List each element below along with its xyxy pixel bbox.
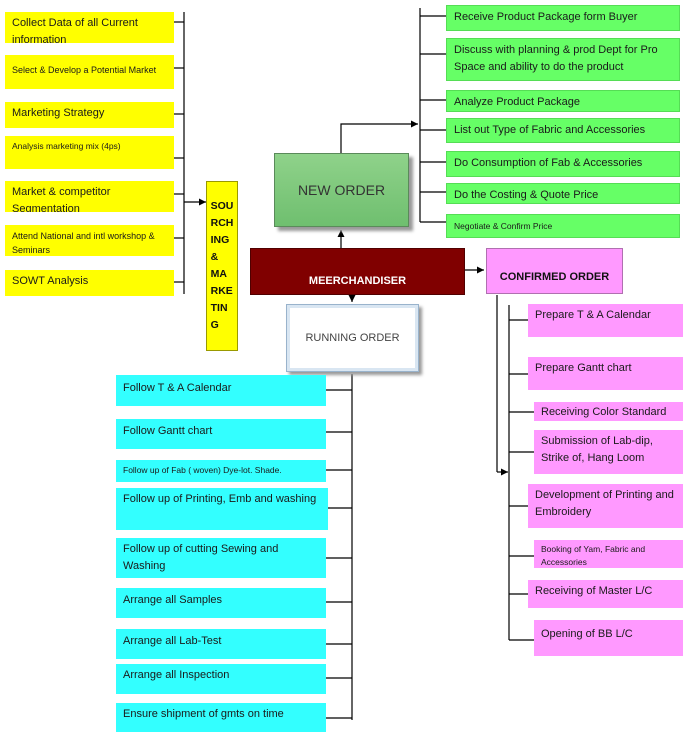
sourcing-item-6: Attend National and intl workshop & Semi… — [5, 225, 174, 256]
new-order-item-7: Negotiate & Confirm Price — [446, 214, 680, 238]
sourcing-label-line: RCH — [210, 217, 234, 229]
running-item-4: Follow up of Printing, Emb and washing — [116, 488, 328, 530]
sourcing-label-line: MA — [210, 268, 227, 280]
sourcing-item-1: Collect Data of all Current information — [5, 12, 174, 43]
sourcing-item-3: Marketing Strategy — [5, 102, 174, 128]
sourcing-item-7: SOWT Analysis — [5, 270, 174, 296]
sourcing-label-line: G — [210, 319, 219, 331]
running-item-1: Follow T & A Calendar — [116, 375, 326, 406]
merchandiser-box: MEERCHANDISER — [250, 248, 465, 295]
sourcing-label: SOU RCH ING & MA RKE TIN G — [211, 198, 234, 334]
sourcing-label-line: SOU — [210, 200, 234, 212]
sourcing-item-2: Select & Develop a Potential Market — [5, 55, 174, 89]
running-order-box: RUNNING ORDER — [286, 304, 419, 372]
new-order-item-3: Analyze Product Package — [446, 90, 680, 112]
running-item-7: Arrange all Lab-Test — [116, 629, 326, 659]
sourcing-label-line: TIN — [210, 302, 228, 314]
new-order-box: NEW ORDER — [274, 153, 409, 227]
running-item-9: Ensure shipment of gmts on time — [116, 703, 326, 732]
confirmed-item-4: Submission of Lab-dip, Strike of, Hang L… — [534, 430, 683, 474]
confirmed-item-8: Opening of BB L/C — [534, 620, 683, 656]
confirmed-item-7: Receiving of Master L/C — [528, 580, 683, 608]
new-order-item-5: Do Consumption of Fab & Accessories — [446, 151, 680, 177]
running-item-6: Arrange all Samples — [116, 588, 326, 618]
confirmed-item-6: Booking of Yam, Fabric and Accessories — [534, 540, 683, 568]
sourcing-item-5: Market & competitor Segmentation — [5, 181, 174, 212]
new-order-item-2: Discuss with planning & prod Dept for Pr… — [446, 38, 680, 81]
sourcing-label-line: RKE — [210, 285, 233, 297]
running-item-5: Follow up of cutting Sewing and Washing — [116, 538, 326, 578]
confirmed-item-5: Development of Printing and Embroidery — [528, 484, 683, 528]
running-item-2: Follow Gantt chart — [116, 419, 326, 449]
new-order-item-6: Do the Costing & Quote Price — [446, 183, 680, 204]
confirmed-item-2: Prepare Gantt chart — [528, 357, 683, 390]
sourcing-item-4: Analysis marketing mix (4ps) — [5, 136, 174, 169]
new-order-item-4: List out Type of Fabric and Accessories — [446, 118, 680, 143]
confirmed-order-box: CONFIRMED ORDER — [486, 248, 623, 294]
running-item-3: Follow up of Fab ( woven) Dye-lot. Shade… — [116, 460, 326, 482]
sourcing-label-line: ING — [210, 234, 230, 246]
running-item-8: Arrange all Inspection — [116, 664, 326, 694]
confirmed-item-3: Receiving Color Standard — [534, 402, 683, 421]
sourcing-marketing-box: SOU RCH ING & MA RKE TIN G — [206, 181, 238, 351]
sourcing-label-line: & — [210, 251, 219, 263]
confirmed-item-1: Prepare T & A Calendar — [528, 304, 683, 337]
new-order-item-1: Receive Product Package form Buyer — [446, 5, 680, 31]
